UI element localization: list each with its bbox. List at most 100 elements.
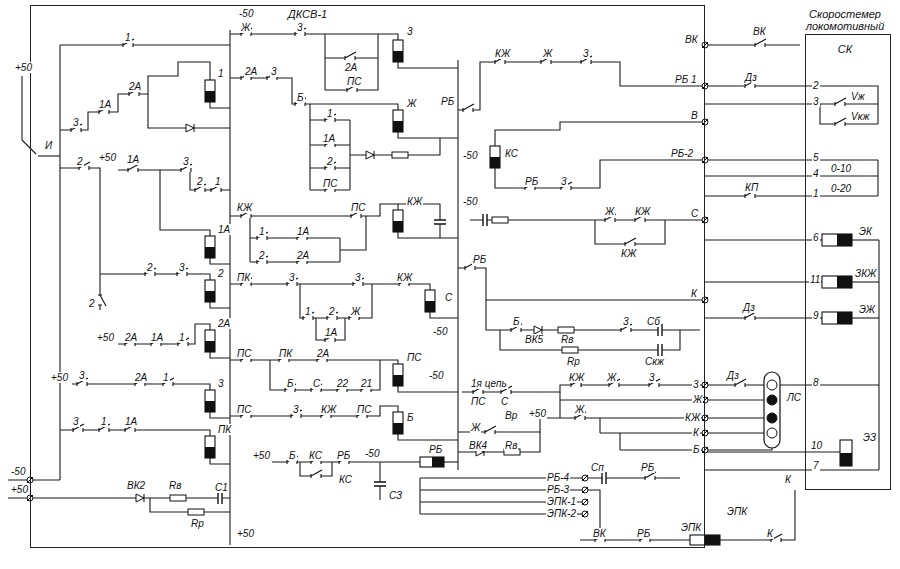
- wire-connector: [705, 239, 805, 240]
- relay-coil: [393, 210, 403, 232]
- wire: [820, 104, 878, 124]
- resistor-symbol: [188, 509, 204, 515]
- wire: [398, 204, 440, 238]
- circuit-label: 3: [354, 272, 362, 283]
- relay-coil: [420, 457, 444, 467]
- circuit-label: 2: [76, 156, 84, 167]
- circuit-label: 2A: [134, 372, 148, 383]
- circuit-label: ПС: [406, 352, 422, 363]
- circuit-label: Дз: [744, 72, 758, 83]
- circuit-label: +50: [252, 450, 271, 461]
- circuit-label: Б: [406, 412, 415, 423]
- circuit-label: +50: [14, 62, 33, 73]
- relay-coil: [205, 80, 215, 102]
- circuit-label: Rр: [190, 518, 205, 529]
- circuit-label: 5: [812, 152, 820, 163]
- circuit-label: В: [690, 110, 699, 121]
- circuit-label: С: [690, 208, 699, 219]
- wire: [852, 239, 879, 240]
- wire: [230, 204, 398, 216]
- relay-coil: [393, 40, 403, 62]
- circuit-label: РБ: [472, 254, 487, 265]
- relay-contact: [835, 98, 846, 106]
- wire: [705, 432, 764, 433]
- circuit-label: 2A: [244, 66, 258, 77]
- circuit-label: 2: [328, 306, 336, 317]
- circuit-label: РБ: [428, 444, 443, 455]
- capacitor-symbol: [483, 214, 487, 226]
- circuit-label: Дз: [726, 370, 740, 381]
- circuit-label: 1: [100, 416, 108, 427]
- circuit-label: 2: [196, 176, 204, 187]
- wire: [59, 45, 60, 480]
- wire: [22, 140, 36, 154]
- circuit-label: 3: [692, 379, 700, 390]
- circuit-label: 1A: [322, 133, 336, 144]
- terminal-clamp: [582, 475, 588, 481]
- circuit-label: ПС: [236, 404, 252, 415]
- circuit-label: РБ: [440, 96, 455, 107]
- circuit-label: Ж: [406, 98, 417, 109]
- circuit-label: 0-20: [830, 183, 852, 194]
- circuit-label: 1: [326, 108, 334, 119]
- wire: [210, 258, 230, 264]
- signal-lamp: [764, 372, 780, 448]
- relay-coil: [205, 280, 215, 302]
- wire-connector: [705, 281, 805, 282]
- circuit-label: 9: [812, 310, 820, 321]
- circuit-label: 8: [812, 377, 820, 388]
- circuit-label: ЭПК: [680, 522, 702, 533]
- circuit-label: -50: [462, 196, 478, 207]
- circuit-label: 3: [582, 48, 590, 59]
- circuit-label: 7: [812, 460, 820, 471]
- circuit-label: ПС: [236, 348, 252, 359]
- terminal-clamp: [702, 119, 708, 125]
- wire: [316, 318, 345, 340]
- relay-contact: [745, 312, 756, 320]
- wire: [705, 44, 800, 45]
- circuit-label: РБ-4: [546, 472, 570, 483]
- relay-contact: [463, 104, 474, 112]
- circuit-label: КЖ: [396, 272, 413, 283]
- wire: [500, 330, 680, 350]
- circuit-label: 1: [214, 176, 222, 187]
- wire: [249, 216, 250, 262]
- wire: [444, 461, 458, 462]
- wire: [118, 170, 210, 236]
- circuit-label: +50: [98, 152, 117, 163]
- wire: [230, 360, 398, 364]
- circuit-label: Ж: [240, 22, 251, 33]
- circuit-label: 1: [258, 226, 266, 237]
- circuit-label: Rв: [168, 480, 182, 491]
- circuit-label: 3: [288, 272, 296, 283]
- circuit-label: 1: [812, 188, 820, 199]
- circuit-label: Б: [288, 450, 297, 461]
- circuit-label: ВК: [684, 34, 699, 45]
- circuit-label: СЗ: [388, 490, 403, 501]
- relay-coil: [205, 436, 215, 458]
- circuit-label: +50: [10, 484, 29, 495]
- circuit-label: КЖ: [494, 48, 511, 59]
- wire: [309, 104, 310, 190]
- relay-coil: [822, 312, 852, 324]
- circuit-label: Сп: [590, 462, 605, 473]
- resistor-symbol: [492, 217, 508, 223]
- circuit-label: 3: [72, 416, 80, 427]
- circuit-label: +50: [96, 332, 115, 343]
- diode-symbol: [136, 494, 144, 502]
- circuit-label: КС: [308, 450, 323, 461]
- wire: [210, 458, 230, 464]
- circuit-label: 1A: [98, 99, 112, 110]
- relay-coil: [393, 110, 403, 132]
- wire: [458, 62, 705, 110]
- circuit-label: К: [692, 427, 700, 438]
- diode-symbol: [186, 124, 194, 132]
- circuit-label: 3: [178, 262, 186, 273]
- wire: [8, 479, 60, 480]
- wire: [300, 462, 332, 476]
- circuit-label: 2: [812, 80, 820, 91]
- circuit-label: КЖ: [406, 196, 423, 207]
- panel-heading: Скоростемер локомотивный: [792, 8, 898, 32]
- circuit-label: Ж: [692, 394, 703, 405]
- relay-coil: [822, 234, 852, 246]
